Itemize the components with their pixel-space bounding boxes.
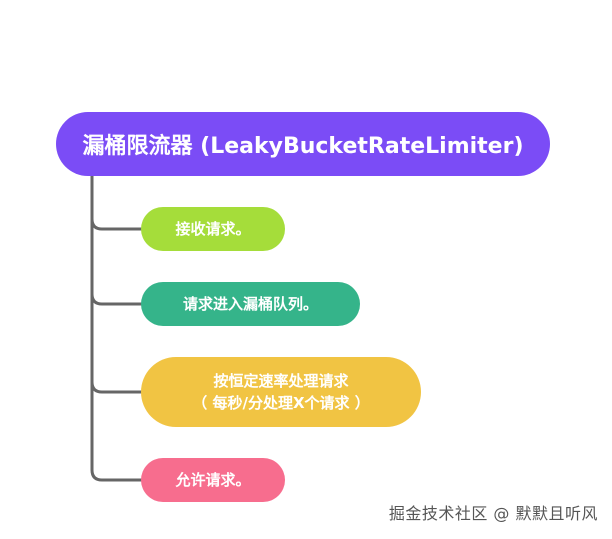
child-node-enqueue: 请求进入漏桶队列。 (141, 282, 360, 326)
child-node-label: 请求进入漏桶队列。 (182, 295, 318, 313)
child-node-label-line2: （ 每秒/分处理X个请求 ） (192, 394, 370, 412)
root-node-label: 漏桶限流器 (LeakyBucketRateLimiter) (82, 134, 524, 159)
connector-trunk (90, 174, 143, 482)
child-node-receive: 接收请求。 (141, 207, 285, 251)
child-node-label-line1: 按恒定速率处理请求 (213, 372, 349, 390)
child-node-process: 按恒定速率处理请求 （ 每秒/分处理X个请求 ） (141, 357, 421, 427)
child-node-label: 允许请求。 (175, 471, 251, 489)
connector-branch-1 (90, 217, 143, 231)
watermark: 掘金技术社区 @ 默默且听风 (388, 504, 598, 523)
root-node: 漏桶限流器 (LeakyBucketRateLimiter) (56, 112, 550, 176)
child-node-label: 接收请求。 (175, 220, 251, 238)
connector-branch-3 (90, 380, 143, 394)
child-node-allow: 允许请求。 (141, 458, 285, 502)
connector-branch-2 (90, 292, 143, 306)
